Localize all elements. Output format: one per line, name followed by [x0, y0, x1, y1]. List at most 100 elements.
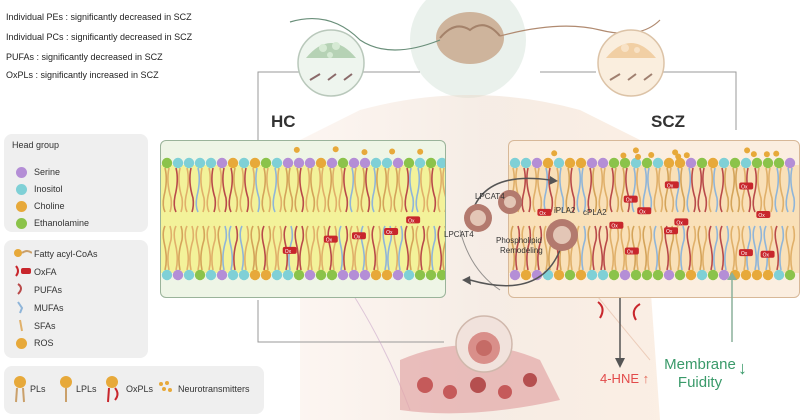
lipid-head — [784, 269, 796, 281]
ox-tag-label: Ox — [667, 183, 674, 189]
lipid-head — [227, 157, 239, 169]
lipid-tail — [365, 225, 371, 271]
lipid-head — [249, 269, 261, 281]
lipid-tail — [587, 167, 593, 213]
fluidity-arrow — [727, 272, 737, 342]
lipid-tail — [437, 225, 443, 271]
lipid-tail — [526, 225, 532, 271]
lipid-tail — [730, 225, 736, 271]
lipid-head — [531, 269, 543, 281]
lipid-tail — [360, 225, 366, 271]
lipid-tail — [614, 225, 620, 271]
lipid-tail — [239, 167, 245, 213]
lipid-tail — [167, 225, 173, 271]
lipid-tail — [321, 167, 327, 213]
lipid-tail — [167, 167, 173, 213]
legend-serine: Serine — [34, 167, 61, 177]
lipid-tail — [393, 167, 399, 213]
lipid-head — [249, 157, 261, 169]
lipid-head — [652, 157, 664, 169]
lipid-tail — [730, 167, 736, 213]
lipid-tail — [250, 225, 256, 271]
lipid-tail — [691, 167, 697, 213]
lipid-head — [205, 157, 217, 169]
lipid-tail — [316, 225, 322, 271]
lipid-tail — [768, 225, 774, 271]
lipid-head — [271, 269, 283, 281]
lipid-head — [205, 269, 217, 281]
pl-icon — [14, 376, 26, 403]
neurotransmitter-icon — [159, 381, 172, 392]
lipid-tail — [631, 225, 637, 271]
lipid-tail — [244, 167, 250, 213]
lipid-tail — [620, 167, 626, 213]
lipid-tail — [521, 167, 527, 213]
lipid-tail — [195, 225, 201, 271]
ox-tag-label: Ox — [386, 230, 393, 236]
lipid-head — [293, 269, 305, 281]
lipid-tail — [173, 225, 179, 271]
lipid-tail — [173, 167, 179, 213]
remodeling-cycle-arrows — [459, 176, 578, 291]
lipid-tail — [442, 167, 445, 212]
lipid-head — [271, 157, 283, 169]
lipid-head — [194, 157, 206, 169]
lipid-tail — [266, 167, 272, 213]
lipid-tail — [691, 225, 697, 271]
lipid-head — [531, 157, 543, 169]
legend-choline: Choline — [34, 201, 65, 211]
lipid-head — [696, 269, 708, 281]
lipid-head — [172, 269, 184, 281]
lipid-head — [304, 157, 316, 169]
lipid-tail — [222, 167, 228, 213]
lipid-head — [630, 269, 642, 281]
lipid-head — [348, 269, 360, 281]
lipid-tail — [211, 225, 217, 271]
lipid-head — [370, 157, 382, 169]
lipid-tail — [713, 225, 719, 271]
lipid-tail — [217, 167, 223, 213]
ox-tag-icon — [738, 249, 753, 257]
cpla2-label: cPLA2 — [583, 208, 607, 217]
lipid-tail — [349, 167, 355, 213]
lipid-tail — [294, 225, 300, 271]
lipid-head — [414, 269, 426, 281]
lipid-tail — [768, 167, 774, 213]
lipid-head — [392, 269, 404, 281]
ros-dot — [361, 149, 368, 156]
lipid-head — [392, 157, 404, 169]
lpl-icon — [60, 376, 72, 402]
lipid-tail — [614, 167, 620, 213]
lipid-tail — [266, 225, 272, 271]
ros-dot — [750, 151, 757, 158]
oxfa-icon — [15, 265, 31, 277]
lipid-head — [172, 157, 184, 169]
lipid-tail — [420, 167, 426, 213]
lipid-tail — [537, 225, 543, 271]
serine-dot-icon — [16, 167, 27, 178]
lipid-tail — [537, 167, 543, 213]
lipid-tail — [189, 167, 195, 213]
lipid-tail — [708, 167, 714, 213]
legend-ethanolamine: Ethanolamine — [34, 218, 90, 228]
lipid-tail — [200, 167, 206, 213]
lipid-tail — [431, 167, 437, 213]
legend-pls: PLs — [30, 384, 46, 394]
fluidity-line1: Membrane — [664, 356, 736, 373]
lipid-tail — [299, 167, 305, 213]
ox-tag-icon — [739, 182, 754, 190]
legend-ros: ROS — [34, 338, 54, 348]
lipid-tail — [790, 225, 796, 271]
lipid-tail — [354, 167, 360, 213]
lipid-tail — [620, 225, 626, 271]
ros-dot — [744, 147, 751, 154]
sfa-icon — [19, 319, 23, 332]
lipid-head — [403, 157, 415, 169]
lipid-tail — [299, 225, 305, 271]
lipid-tail — [642, 225, 648, 271]
lipid-tail — [261, 167, 267, 213]
lipid-legend: Fatty acyl-CoAs OxFA PUFAs MUFAs SFAs RO… — [4, 240, 148, 358]
scz-synapse-icon — [597, 29, 665, 97]
lipid-tail — [200, 225, 206, 271]
